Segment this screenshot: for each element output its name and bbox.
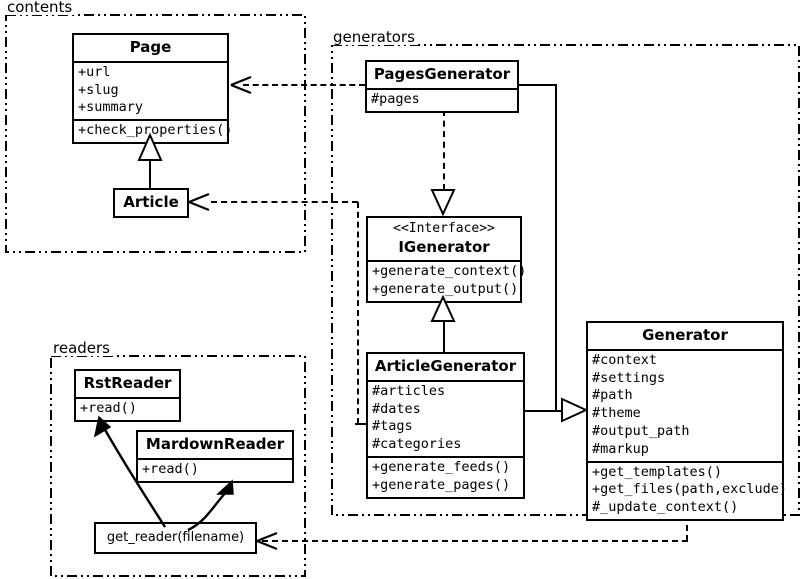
generators-package-label: generators [330,30,418,45]
attribute-url: +url [78,63,111,80]
class-attributes-pages-generator: #pages [367,87,517,111]
class-box-igenerator[interactable]: <<Interface>> IGenerator +generate_conte… [366,216,527,303]
dependency-line-articlegenerator-article [211,201,358,203]
realization-line-pagesgenerator-igenerator [443,110,445,190]
class-title-pages-generator: PagesGenerator [373,65,511,83]
readers-package-label: readers [50,341,113,356]
arrowhead-dependency-article [188,192,210,212]
method-read-rst: +read() [80,399,137,416]
method-read-mardown: +read() [142,460,199,477]
class-title-igenerator-text: IGenerator [398,237,490,256]
method-generate-output: +generate_output() [372,281,519,298]
class-methods-rst-reader: +read() [76,396,179,420]
inheritance-line-articlegenerator-generator [524,410,570,412]
class-box-mardown-reader[interactable]: MardownReader +read() [136,430,294,483]
method-generate-pages: +generate_pages() [372,476,511,493]
dependency-line-pagesgenerator-page [243,84,365,86]
attribute-categories: #categories [372,436,462,453]
inheritance-line-articlegenerator-igenerator [443,312,445,356]
method-generate-feeds: +generate_feeds() [372,459,511,475]
class-attributes-article-generator: #articles #dates #tags #categories [368,379,523,456]
inheritance-line-pagesgenerator-down [555,84,557,411]
class-title-article: Article [123,193,179,211]
attribute-articles: #articles [372,382,446,399]
class-title-page: Page [129,38,172,56]
attribute-path: #path [592,387,633,404]
attribute-pages: #pages [371,90,420,107]
attribute-settings: #settings [592,369,666,386]
stereotype-interface: <<Interface>> [393,221,495,236]
attribute-slug: +slug [78,81,119,98]
attribute-markup: #markup [592,440,649,457]
class-box-rst-reader[interactable]: RstReader +read() [74,369,181,422]
contents-package-label: contents [4,0,76,15]
class-box-generator[interactable]: Generator #context #settings #path #them… [586,321,788,522]
dependency-line-articlegenerator-vertical [357,202,359,424]
dependency-line-generator-getreader [262,540,688,542]
class-box-get-reader[interactable]: get_reader(filename) [94,522,257,554]
attribute-theme: #theme [592,405,641,422]
method-update-context: #_update_context() [592,499,739,516]
class-box-pages-generator[interactable]: PagesGenerator #pages [365,60,519,113]
class-title-mardown-reader: MardownReader [145,435,285,453]
class-attributes-generator: #context #settings #path #theme #output_… [588,348,782,461]
method-check-properties: +check_properties() [78,122,233,139]
class-methods-igenerator: +generate_context() +generate_output() [368,260,527,301]
attribute-dates: #dates [372,400,421,417]
class-title-rst-reader: RstReader [83,374,172,392]
class-box-article-generator[interactable]: ArticleGenerator #articles #dates #tags … [366,352,525,499]
function-label-get-reader: get_reader(filename) [106,530,245,545]
dependency-line-generator-down [686,505,688,541]
attribute-tags: #tags [372,418,413,435]
class-title-igenerator: <<Interface>> IGenerator [368,218,520,260]
class-methods-generator: +get_templates() +get_files(path,exclude… [588,460,788,519]
attribute-summary: +summary [78,99,144,116]
inheritance-line-pagesgenerator-right [518,84,557,86]
class-methods-page: +check_properties() [74,119,233,142]
class-title-article-generator: ArticleGenerator [374,357,517,375]
attribute-output-path: #output_path [592,423,690,439]
method-get-templates: +get_templates() [592,463,723,480]
class-attributes-page: +url +slug +summary [74,60,227,119]
class-box-page[interactable]: Page +url +slug +summary +check_properti… [72,33,233,144]
method-get-files: +get_files(path,exclude) [592,481,788,498]
attribute-context: #context [592,351,658,368]
class-title-generator: Generator [642,326,728,344]
class-box-article[interactable]: Article [113,188,189,218]
class-methods-article-generator: +generate_feeds() +generate_pages() [368,456,523,497]
arrowhead-association-mardownreader [216,479,234,495]
arrowhead-realization-igenerator [430,189,456,217]
class-methods-mardown-reader: +read() [138,457,292,481]
method-generate-context: +generate_context() [372,263,527,280]
